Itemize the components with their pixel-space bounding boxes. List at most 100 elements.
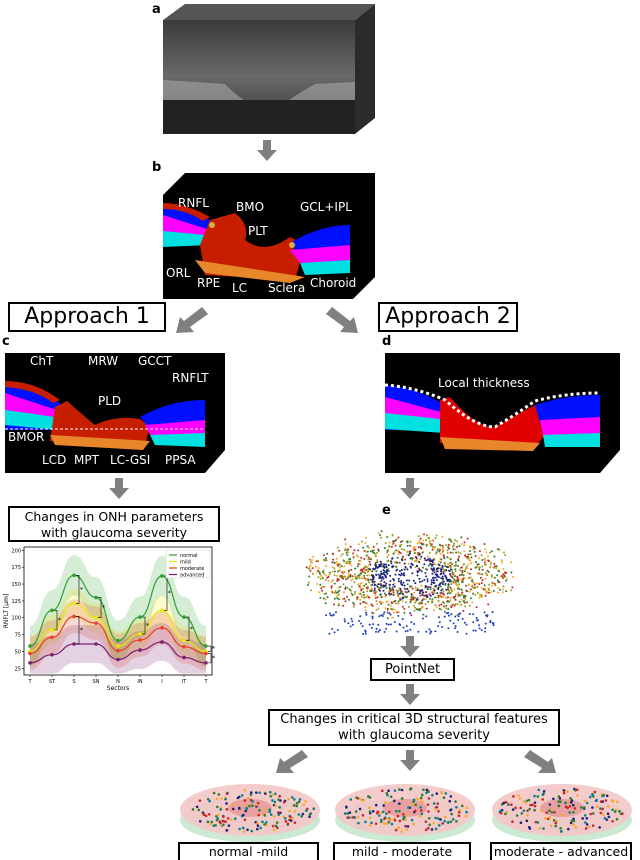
critical-point xyxy=(198,799,202,802)
cloud-point xyxy=(393,585,396,588)
cloud-point xyxy=(384,607,387,610)
critical-point xyxy=(432,802,436,805)
cloud-point xyxy=(422,566,424,569)
cloud-point xyxy=(401,540,404,543)
cloud-point xyxy=(447,588,449,591)
critical-point xyxy=(255,803,258,807)
cloud-point xyxy=(460,588,463,591)
cloud-point xyxy=(506,577,508,580)
onh-box-line1: Changes in ONH parameters xyxy=(24,509,204,524)
critical-point xyxy=(297,813,301,816)
cloud-point xyxy=(403,595,406,598)
critical-point xyxy=(265,808,268,811)
cloud-point xyxy=(363,596,366,599)
cloud-point xyxy=(454,548,457,551)
cloud-point xyxy=(355,554,358,557)
critical-point xyxy=(264,821,268,824)
cloud-point xyxy=(390,601,393,604)
cloud-point xyxy=(378,615,381,618)
critical-point xyxy=(269,794,273,798)
cloud-point xyxy=(453,572,456,575)
cloud-point xyxy=(331,614,334,617)
cloud-point xyxy=(417,535,420,538)
critical-point xyxy=(527,798,531,802)
critical-point xyxy=(582,806,586,809)
critical-point xyxy=(356,815,360,819)
cloud-point xyxy=(387,569,390,572)
critical-point xyxy=(227,824,231,827)
cloud-point xyxy=(366,570,369,573)
cloud-point xyxy=(389,560,392,563)
cloud-point xyxy=(370,569,373,572)
critical-point xyxy=(297,800,301,804)
cloud-point xyxy=(347,551,350,554)
cloud-point xyxy=(427,600,430,603)
cloud-point xyxy=(404,630,407,633)
cloud-point xyxy=(379,575,381,578)
cloud-point xyxy=(478,593,481,596)
cloud-point xyxy=(443,593,445,596)
cloud-point xyxy=(397,553,400,556)
critical-point xyxy=(295,802,299,805)
cloud-point xyxy=(443,555,445,558)
cloud-point xyxy=(356,565,359,568)
cloud-point xyxy=(423,598,425,601)
cloud-point xyxy=(475,616,478,619)
critical-points-mild-moderate xyxy=(335,784,475,842)
point-moderate xyxy=(94,621,98,625)
cloud-point xyxy=(358,620,360,623)
critical-point xyxy=(308,815,311,819)
cloud-point xyxy=(458,574,461,577)
cloud-point xyxy=(484,589,487,592)
cloud-point xyxy=(376,603,379,606)
cloud-point xyxy=(428,542,431,545)
cloud-point xyxy=(332,558,335,561)
cloud-point xyxy=(437,575,440,578)
cloud-point xyxy=(462,574,465,577)
cloud-point xyxy=(389,607,392,610)
cloud-point xyxy=(385,566,388,569)
cloud-point xyxy=(391,616,394,619)
cloud-point xyxy=(431,539,434,542)
cloud-point xyxy=(443,610,446,613)
cloud-point xyxy=(381,615,384,618)
cloud-point xyxy=(405,591,408,594)
critical-point xyxy=(393,818,397,822)
y-tick-label: 50 xyxy=(15,649,21,655)
cloud-point xyxy=(419,590,422,592)
cloud-point xyxy=(335,595,338,598)
critical-point xyxy=(298,798,302,801)
cloud-point xyxy=(396,592,399,595)
critical-point xyxy=(212,791,216,795)
cloud-point xyxy=(411,594,414,597)
cloud-point xyxy=(349,545,352,548)
point-moderate xyxy=(72,614,76,619)
critical-point xyxy=(269,813,273,816)
cloud-point xyxy=(309,569,312,572)
cloud-point xyxy=(510,589,513,592)
cloud-point xyxy=(375,630,378,633)
cloud-point xyxy=(425,539,427,541)
cloud-point xyxy=(358,574,361,577)
cloud-point xyxy=(395,569,398,572)
cloud-point xyxy=(416,565,419,568)
significance-bracket xyxy=(142,616,146,635)
critical-point xyxy=(274,792,277,796)
cloud-point xyxy=(424,603,427,606)
cloud-point xyxy=(472,613,475,616)
cloud-point xyxy=(496,579,499,582)
cloud-point xyxy=(415,560,418,563)
critical-point xyxy=(214,824,217,827)
critical-point xyxy=(584,821,587,824)
cloud-point xyxy=(423,533,425,536)
critical-point xyxy=(257,813,260,817)
cloud-point xyxy=(469,576,472,579)
critical-point xyxy=(510,803,513,807)
cloud-point xyxy=(377,566,380,569)
cloud-point xyxy=(456,591,459,594)
cloud-point xyxy=(429,632,432,635)
critical-point xyxy=(427,816,431,820)
critical-point xyxy=(404,824,408,828)
critical-point xyxy=(420,793,424,797)
cloud-point xyxy=(311,561,314,564)
